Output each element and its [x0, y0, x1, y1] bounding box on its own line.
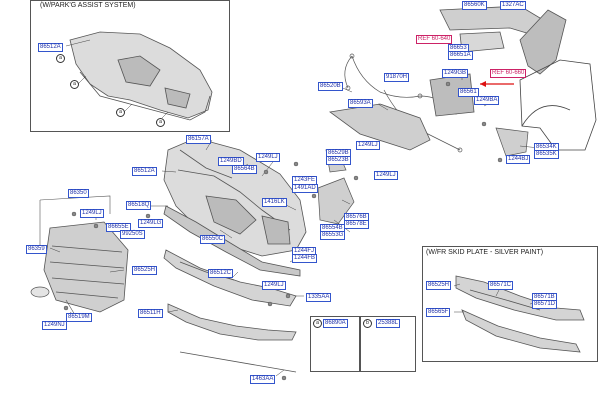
part-label[interactable]: 1249LJ: [80, 209, 104, 218]
part-label[interactable]: 86520B: [318, 82, 343, 91]
part-label[interactable]: 86359: [26, 245, 47, 254]
part-label[interactable]: 1244BJ: [506, 155, 531, 164]
part-label[interactable]: 86512A: [132, 167, 157, 176]
part-label[interactable]: 86561: [458, 88, 479, 97]
part-label[interactable]: 86890A: [323, 319, 348, 328]
part-label[interactable]: 86655E: [106, 223, 131, 232]
part-label[interactable]: 86512C: [208, 269, 234, 278]
part-label[interactable]: 86571C: [488, 281, 514, 290]
part-label[interactable]: 91870H: [384, 73, 410, 82]
park-assist-bumper-cover: [69, 31, 213, 121]
part-label[interactable]: 86350: [68, 189, 89, 198]
part-label[interactable]: 1249BA: [474, 96, 500, 105]
red-arrow-head: [480, 81, 486, 87]
lower-lip-1: [163, 249, 297, 307]
part-label[interactable]: 86523B: [326, 156, 351, 165]
part-label[interactable]: 86550C: [200, 235, 226, 244]
part-label[interactable]: 99250S: [120, 230, 145, 239]
part-label[interactable]: 86564B: [232, 165, 257, 174]
part-label[interactable]: 1335AA: [306, 293, 332, 302]
part-label[interactable]: 1249LJ: [374, 171, 398, 180]
part-label[interactable]: 86553G: [320, 231, 346, 240]
callout-symbol-a: a: [70, 80, 79, 89]
part-label[interactable]: 1244FB: [292, 254, 318, 263]
callout-symbol-a: a: [56, 54, 65, 63]
skid-plate-frame: [422, 246, 598, 362]
radiator-grille: [43, 221, 129, 313]
part-label[interactable]: 86157A: [186, 135, 211, 144]
part-label[interactable]: 86525H: [426, 281, 452, 290]
bottom-strip: [179, 351, 297, 373]
part-label[interactable]: 86525H: [132, 266, 158, 275]
front-bumper-cover: [163, 137, 307, 257]
part-label[interactable]: 1491AD: [292, 184, 318, 193]
part-label[interactable]: 25388L: [376, 319, 401, 328]
part-label[interactable]: 1249LJ: [356, 141, 380, 150]
part-label[interactable]: 86578E: [344, 220, 369, 229]
lower-lip-2: [167, 303, 297, 341]
part-label[interactable]: 1249GB: [442, 69, 469, 78]
emblem: [30, 286, 50, 298]
legend-symbol-a: a: [313, 319, 322, 328]
absorber-bracket: [328, 73, 475, 151]
part-label[interactable]: 86518Q: [126, 201, 152, 210]
part-label[interactable]: 86512A: [38, 43, 63, 52]
part-label[interactable]: 86593A: [348, 99, 373, 108]
callout-symbol-a: a: [116, 108, 125, 117]
part-label[interactable]: 86571D: [532, 300, 558, 309]
part-label[interactable]: 1249LJ: [262, 281, 286, 290]
part-label[interactable]: 86519M: [66, 313, 92, 322]
part-label[interactable]: 1416LK: [262, 198, 287, 207]
part-label[interactable]: 86511H: [138, 309, 163, 318]
callout-symbol-a: a: [156, 118, 165, 127]
part-label[interactable]: 86565F: [426, 308, 451, 317]
side-brackets: [495, 127, 529, 157]
skid-plate-title: (W/FR SKID PLATE - SILVER PAINT): [426, 249, 544, 256]
fender-outline: [519, 59, 597, 151]
part-label[interactable]: 1463AA: [250, 375, 276, 384]
skid-plate-lower: [461, 309, 581, 353]
park-assist-frame: [30, 0, 230, 132]
bumper-beam-bracket: [439, 5, 567, 75]
part-label[interactable]: 1249NJ: [42, 321, 67, 330]
part-label[interactable]: 1249BD: [218, 157, 244, 166]
legend-symbol-b: b: [363, 319, 372, 328]
reference-label[interactable]: REF 60-660: [490, 69, 527, 78]
part-label[interactable]: 1249LG: [138, 219, 164, 228]
part-label[interactable]: 86651A: [448, 51, 473, 60]
part-label[interactable]: 1249LJ: [256, 153, 280, 162]
park-assist-title: (W/PARK'G ASSIST SYSTEM): [40, 2, 136, 9]
part-label[interactable]: 86535K: [534, 150, 559, 159]
part-label[interactable]: 86560K: [462, 1, 487, 10]
reference-label[interactable]: REF 60-640: [416, 35, 453, 44]
part-label[interactable]: 1327AC: [500, 1, 526, 10]
